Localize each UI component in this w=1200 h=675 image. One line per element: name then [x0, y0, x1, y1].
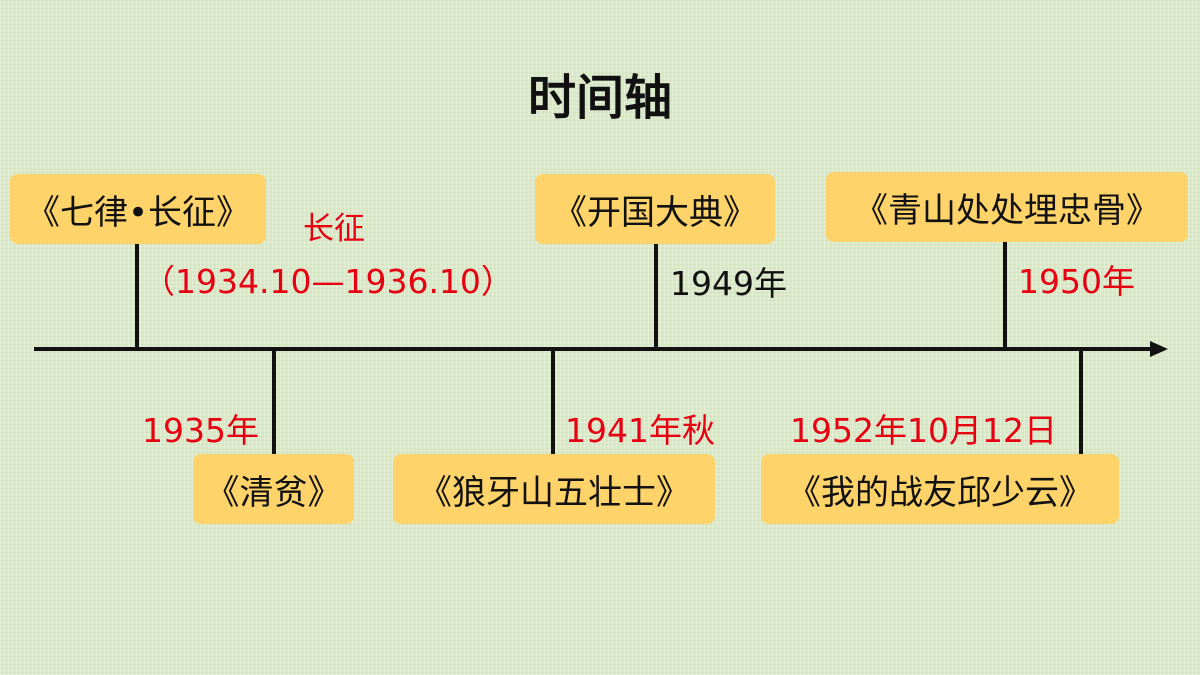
- connector-zhanyou: [1079, 349, 1083, 455]
- date-1941: 1941年秋: [565, 411, 715, 450]
- work-box-langya: 《狼牙山五壮士》: [393, 454, 715, 524]
- date-1949: 1949年: [670, 264, 787, 303]
- work-box-qilv: 《七律•长征》: [10, 174, 266, 244]
- date-1935: 1935年: [142, 411, 259, 450]
- page-title: 时间轴: [527, 70, 672, 126]
- connector-langya: [551, 349, 555, 455]
- work-box-qingshan: 《青山处处埋忠骨》: [826, 172, 1188, 242]
- timeline-arrow-icon: [1150, 341, 1168, 357]
- connector-qingpin: [272, 349, 276, 455]
- date-1952: 1952年10月12日: [790, 411, 1057, 450]
- changzheng-range: （1934.10—1936.10）: [142, 262, 514, 301]
- connector-qingshan: [1003, 241, 1007, 347]
- work-box-zhanyou: 《我的战友邱少云》: [761, 454, 1119, 524]
- work-box-kaiguo: 《开国大典》: [535, 174, 775, 244]
- connector-kaiguo: [654, 243, 658, 349]
- work-box-qingpin: 《清贫》: [193, 454, 354, 524]
- changzheng-label: 长征: [303, 211, 365, 247]
- connector-qilv: [135, 243, 139, 349]
- date-1950: 1950年: [1018, 262, 1135, 301]
